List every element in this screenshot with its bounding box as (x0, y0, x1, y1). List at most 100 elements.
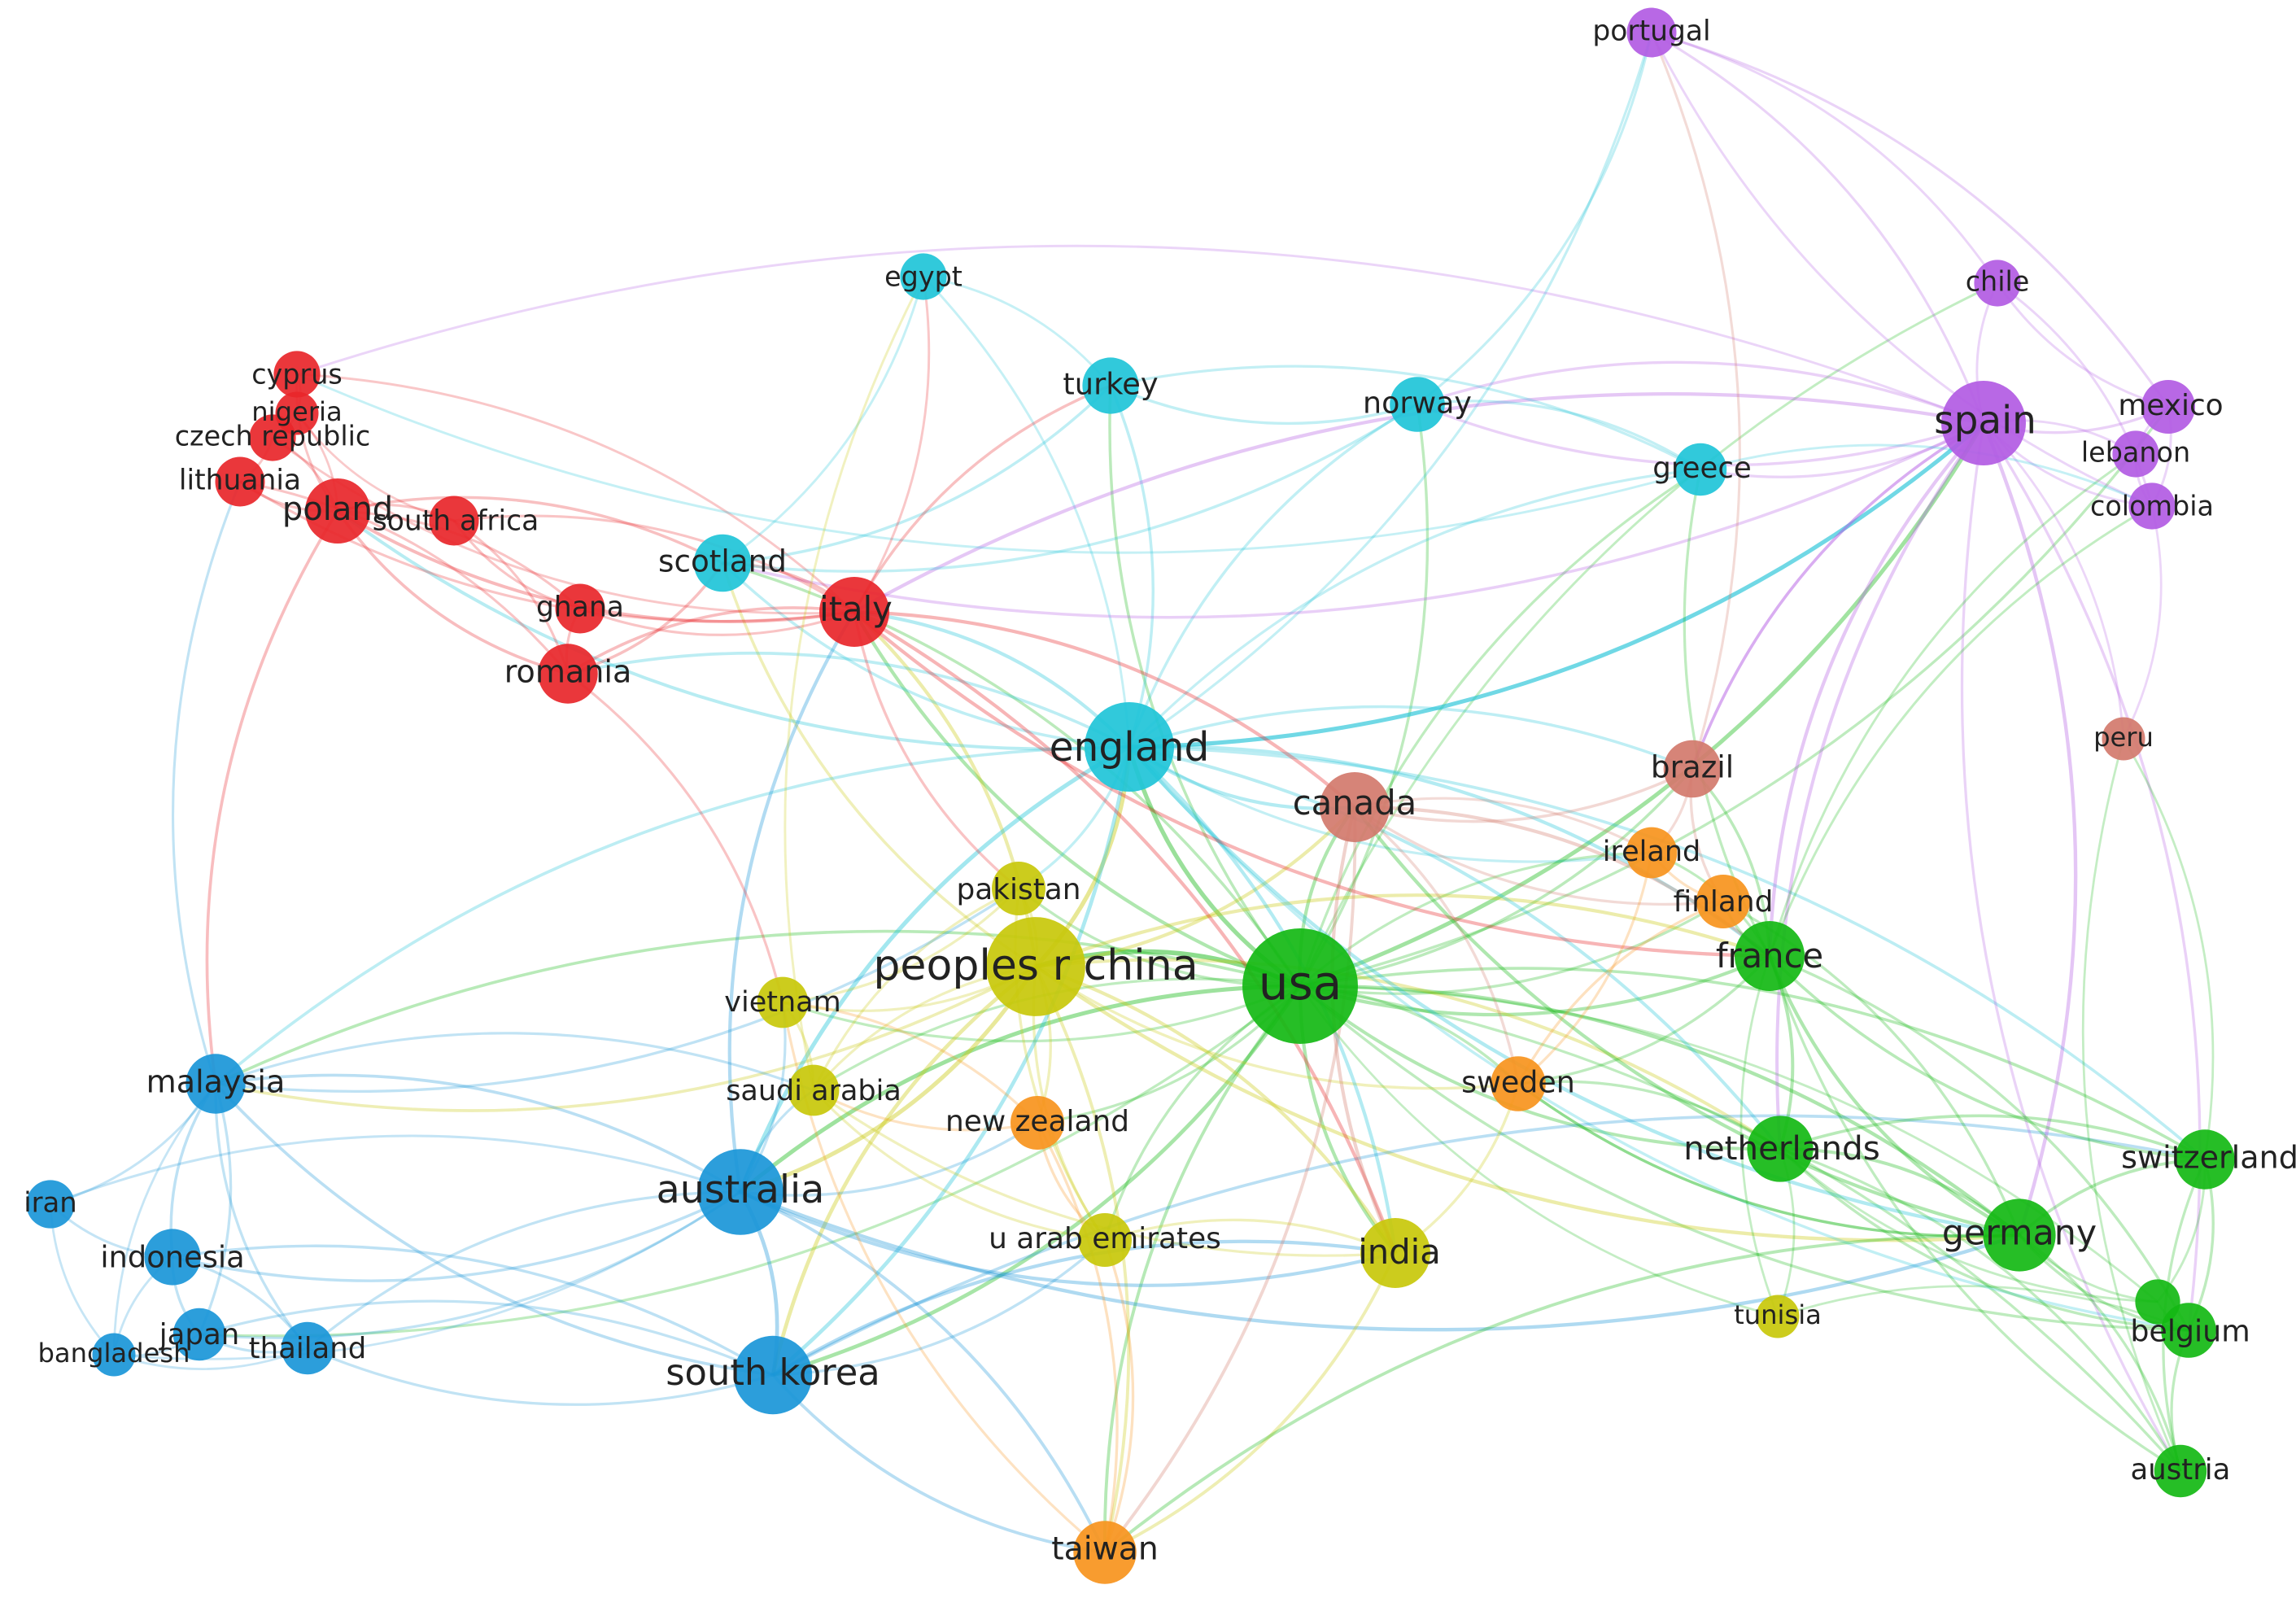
node-malaysia[interactable] (186, 1054, 246, 1114)
node-u-arab-emirates[interactable] (1078, 1213, 1132, 1267)
node-indonesia[interactable] (144, 1229, 201, 1286)
node-spain[interactable] (1941, 381, 2026, 465)
node-pakistan[interactable] (992, 862, 1045, 915)
node-ireland[interactable] (1626, 827, 1678, 879)
edge-france-switzerland (1768, 954, 2206, 1161)
node-mexico[interactable] (2141, 380, 2195, 434)
edge-south-korea-malaysia (214, 1082, 774, 1377)
edge-england-spain (1128, 421, 1985, 749)
node-switzerland[interactable] (2175, 1129, 2235, 1190)
edge-south-korea-taiwan (771, 1373, 1106, 1554)
node-tunisia[interactable] (1756, 1295, 1800, 1338)
node-turkey[interactable] (1082, 357, 1139, 414)
edge-usa-australia (739, 984, 1301, 1194)
node-usa[interactable] (1242, 928, 1358, 1044)
node-new-zealand[interactable] (1011, 1096, 1064, 1150)
edge-usa-germany (1299, 984, 2021, 1237)
node-scotland[interactable] (693, 534, 752, 592)
edge-france-tunisia (1739, 955, 1779, 1317)
edge-pakistan-malaysia (215, 887, 1019, 1093)
label-netherlands: netherlands (1683, 1129, 1880, 1168)
node-lebanon[interactable] (2112, 430, 2159, 478)
edge-england-turkey (1109, 385, 1155, 748)
node-austria[interactable] (2154, 1444, 2207, 1498)
edge-norway-scotland (722, 403, 1418, 573)
node-norway[interactable] (1390, 377, 1445, 432)
node-brazil[interactable] (1663, 740, 1722, 798)
node-saudi-arabia[interactable] (788, 1064, 840, 1116)
node-greece[interactable] (1674, 443, 1727, 496)
node-netherlands[interactable] (1747, 1116, 1814, 1182)
node-ghana[interactable] (555, 583, 605, 634)
label-lithuania: lithuania (179, 465, 301, 497)
edge-usa-italy (853, 610, 1301, 988)
edge-england-norway (1128, 403, 1418, 748)
edge-germany-sweden (1517, 1082, 2020, 1238)
label-bangladesh: bangladesh (37, 1338, 190, 1369)
node-colombia[interactable] (2128, 482, 2176, 530)
node-chile[interactable] (1974, 260, 2021, 307)
node-bangladesh[interactable] (92, 1333, 136, 1377)
edge-turkey-egypt (923, 275, 1112, 386)
edge-usa-switzerland (1299, 967, 2206, 1161)
node-iran[interactable] (26, 1180, 75, 1229)
node-taiwan[interactable] (1073, 1521, 1137, 1584)
edge-france-belgium (1769, 954, 2190, 1331)
node-italy[interactable] (819, 577, 889, 647)
node-vietnam[interactable] (757, 976, 809, 1028)
label-sweden: sweden (1461, 1065, 1575, 1100)
node-romania[interactable] (538, 644, 598, 704)
edge-netherlands-denmark (1779, 1147, 2159, 1303)
edge-france-germany (1768, 955, 2021, 1237)
label-pakistan: pakistan (956, 873, 1080, 906)
node-cyprus[interactable] (273, 351, 321, 398)
node-thailand[interactable] (281, 1321, 334, 1375)
edge-canada-ireland (1354, 797, 1652, 854)
node-denmark[interactable] (2135, 1279, 2180, 1325)
label-spain: spain (1934, 399, 2036, 443)
edge-spain-france (1767, 421, 1985, 957)
edge-tunisia-belgium (1777, 1285, 2189, 1332)
edge-poland-malaysia (205, 510, 339, 1085)
edge-peru-switzerland (2122, 738, 2215, 1160)
node-lithuania[interactable] (215, 456, 265, 507)
label-india: india (1358, 1232, 1441, 1272)
edge-usa-chile (1299, 282, 1998, 987)
node-portugal[interactable] (1626, 7, 1677, 58)
label-finland: finland (1674, 885, 1774, 919)
node-germany[interactable] (1983, 1198, 2056, 1272)
node-belgium[interactable] (2161, 1303, 2216, 1358)
edge-peoples-r-china-south-korea (770, 965, 1037, 1376)
node-nigeria[interactable] (275, 391, 319, 435)
label-greece: greece (1652, 452, 1751, 485)
edge-peoples-r-china-australia (740, 965, 1038, 1194)
edge-usa-belgium (1299, 985, 2189, 1332)
edge-netherlands-belgium (1779, 1147, 2189, 1332)
label-indonesia: indonesia (100, 1240, 244, 1275)
node-south-africa[interactable] (429, 496, 479, 546)
node-peru[interactable] (2102, 717, 2145, 761)
edge-australia-malaysia (215, 1073, 741, 1194)
edge-australia-germany (740, 1190, 2020, 1332)
edge-usa-south-korea (772, 985, 1302, 1378)
node-poland[interactable] (305, 478, 370, 544)
node-japan[interactable] (172, 1308, 226, 1361)
node-india[interactable] (1360, 1218, 1430, 1288)
node-france[interactable] (1735, 921, 1805, 991)
node-finland[interactable] (1696, 875, 1750, 928)
node-peoples-r-china[interactable] (986, 917, 1085, 1016)
label-south-korea: south korea (666, 1351, 880, 1394)
node-sweden[interactable] (1491, 1056, 1546, 1111)
edge-australia-bangladesh (113, 1190, 741, 1360)
node-south-korea[interactable] (733, 1335, 813, 1415)
edge-england-belgium (1128, 745, 2189, 1332)
edge-usa-vietnam (782, 985, 1301, 1043)
node-australia[interactable] (697, 1149, 784, 1235)
edge-canada-finland (1354, 806, 1724, 906)
node-egypt[interactable] (900, 253, 947, 300)
node-england[interactable] (1085, 702, 1174, 792)
node-canada[interactable] (1320, 772, 1390, 842)
label-thailand: thailand (249, 1332, 367, 1365)
